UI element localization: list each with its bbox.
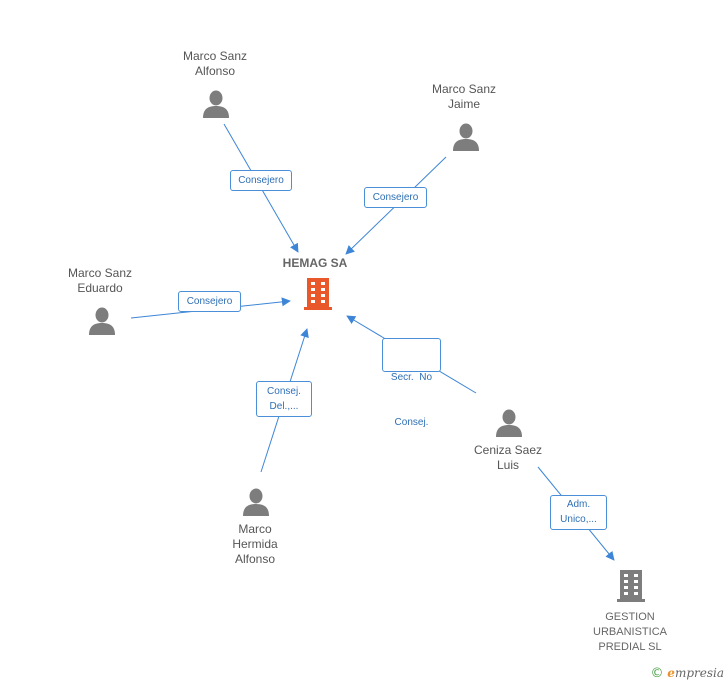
person-name-line: Eduardo bbox=[77, 281, 123, 295]
person-name-line: Marco bbox=[238, 522, 272, 536]
role-text: Consej. bbox=[267, 386, 301, 397]
company-label-hemag[interactable]: HEMAG SA bbox=[283, 256, 348, 271]
person-label-sanz-eduardo[interactable]: Marco Sanz Eduardo bbox=[68, 266, 132, 296]
person-name-line: Luis bbox=[496, 458, 520, 472]
person-icon[interactable] bbox=[242, 487, 270, 517]
role-text: Consejero bbox=[372, 192, 419, 203]
building-icon[interactable] bbox=[615, 568, 647, 604]
person-icon[interactable] bbox=[202, 89, 230, 119]
person-name-line: Marco Sanz bbox=[67, 266, 133, 280]
edge-label-sanz-eduardo[interactable]: Consejero bbox=[178, 291, 241, 312]
role-text: Del.,... bbox=[269, 401, 299, 412]
person-label-sanz-alfonso[interactable]: Marco Sanz Alfonso bbox=[183, 49, 247, 79]
person-name-line: Jaime bbox=[447, 97, 480, 111]
person-icon[interactable] bbox=[495, 408, 523, 438]
person-name-line: Marco Sanz bbox=[182, 49, 248, 63]
edge-label-ceniza-hemag[interactable]: Secr. No Consej. bbox=[382, 338, 441, 428]
person-name-line: Alfonso bbox=[234, 552, 276, 566]
edge-label-sanz-alfonso[interactable]: Consejero bbox=[230, 170, 292, 191]
company-label-gestion[interactable]: GESTION URBANISTICA PREDIAL SL bbox=[593, 610, 667, 655]
role-text: Unico,... bbox=[560, 514, 597, 525]
role-text: Secr. No bbox=[390, 372, 433, 383]
edge-label-sanz-jaime[interactable]: Consejero bbox=[364, 187, 427, 208]
person-label-ceniza-luis[interactable]: Ceniza Saez Luis bbox=[474, 443, 542, 473]
person-label-hermida-alfonso[interactable]: Marco Hermida Alfonso bbox=[232, 522, 277, 567]
brand-name: mpresia bbox=[674, 666, 724, 680]
person-icon[interactable] bbox=[88, 306, 116, 336]
role-text: Consejero bbox=[186, 296, 233, 307]
company-name-line: PREDIAL SL bbox=[598, 641, 662, 653]
role-text: Adm. bbox=[566, 499, 591, 510]
edge-label-ceniza-gestion[interactable]: Adm. Unico,... bbox=[550, 495, 607, 530]
person-name-line: Ceniza Saez bbox=[473, 443, 543, 457]
person-name-line: Alfonso bbox=[194, 64, 236, 78]
edge-label-hermida-alfonso[interactable]: Consej. Del.,... bbox=[256, 381, 312, 417]
company-name-line: HEMAG SA bbox=[282, 256, 348, 270]
role-text: Consej. bbox=[394, 417, 429, 428]
person-name-line: Marco Sanz bbox=[431, 82, 497, 96]
person-label-sanz-jaime[interactable]: Marco Sanz Jaime bbox=[432, 82, 496, 112]
company-name-line: URBANISTICA bbox=[593, 626, 667, 638]
copyright-symbol: © bbox=[650, 666, 664, 681]
building-icon[interactable] bbox=[302, 276, 334, 312]
person-icon[interactable] bbox=[452, 122, 480, 152]
brand-watermark: © empresia bbox=[650, 666, 724, 681]
brand-initial: e bbox=[667, 666, 675, 680]
company-name-line: GESTION bbox=[605, 611, 655, 623]
person-name-line: Hermida bbox=[232, 537, 278, 551]
role-text: Consejero bbox=[238, 175, 284, 186]
